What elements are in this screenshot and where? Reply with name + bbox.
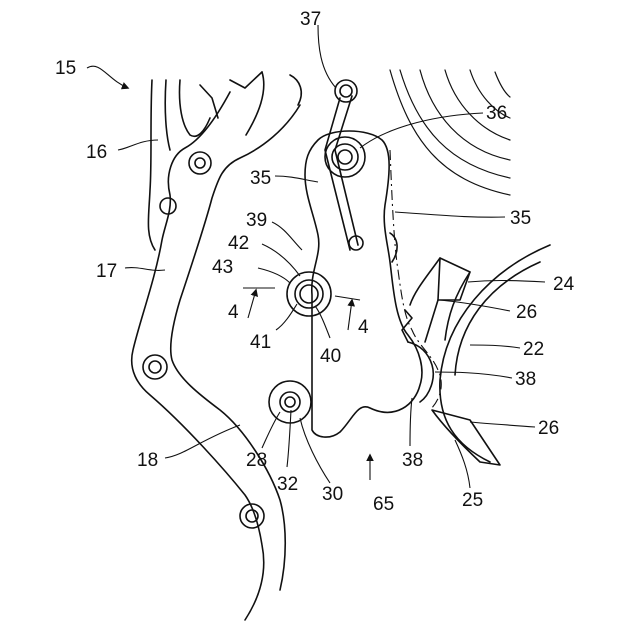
label-30: 30 (322, 484, 343, 505)
label-41: 41 (250, 332, 271, 353)
label-40: 40 (320, 346, 341, 367)
label-35-right: 35 (510, 208, 531, 229)
label-15: 15 (55, 58, 76, 79)
label-25: 25 (462, 490, 483, 511)
label-18: 18 (137, 450, 158, 471)
link-pins (143, 152, 264, 528)
concentric-arcs (390, 70, 510, 195)
label-4-right: 4 (358, 317, 369, 338)
label-37: 37 (300, 9, 321, 30)
label-24: 24 (553, 274, 575, 295)
label-28: 28 (246, 450, 267, 471)
leader-lines (87, 25, 545, 488)
label-26-top: 26 (516, 302, 537, 323)
label-38-bottom: 38 (402, 450, 423, 471)
label-36: 36 (486, 103, 507, 124)
housing-frame (148, 72, 301, 250)
label-65: 65 (373, 494, 394, 515)
label-43: 43 (212, 257, 233, 278)
label-17: 17 (96, 261, 117, 282)
label-35-left: 35 (250, 168, 271, 189)
label-16: 16 (86, 142, 107, 163)
label-22: 22 (523, 339, 544, 360)
reference-numerals: 15 16 17 18 37 36 35 35 39 42 43 4 4 41 … (55, 9, 575, 515)
section-arrows (243, 288, 360, 330)
label-42: 42 (228, 233, 249, 254)
spring-37 (325, 80, 358, 250)
label-26-bottom: 26 (538, 418, 559, 439)
pivot-28 (269, 381, 311, 423)
lever-35 (305, 131, 422, 437)
link-plate (132, 92, 300, 620)
label-39: 39 (246, 210, 267, 231)
label-32: 32 (277, 474, 298, 495)
label-38-right: 38 (515, 369, 536, 390)
label-4-left: 4 (228, 302, 239, 323)
